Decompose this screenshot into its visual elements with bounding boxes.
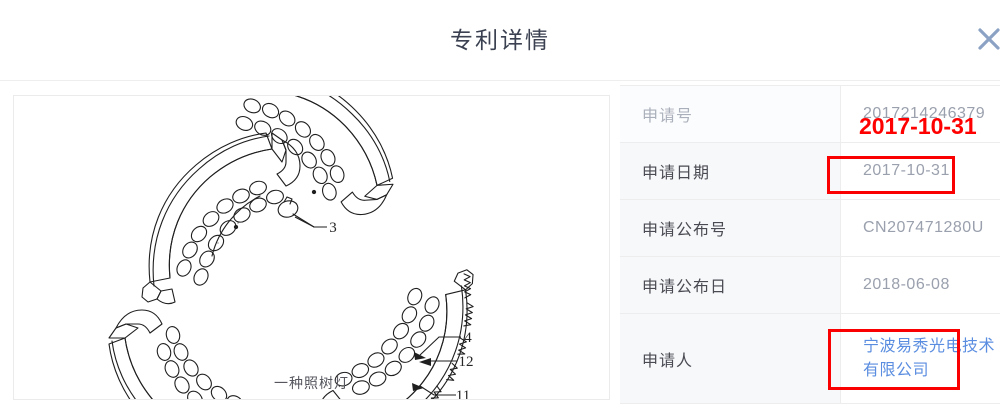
row-value-application-number: 2017214246379 2017-10-31 xyxy=(840,85,1000,143)
table-row: 申请日期 2017-10-31 xyxy=(620,142,1000,200)
table-row: 申请人 宁波易秀光电技术有限公司 xyxy=(620,313,1000,404)
patent-drawing-panel: 3 4 12 11 1 13 一种照树灯 xyxy=(13,95,610,400)
dialog-header: 专利详情 xyxy=(0,0,1000,81)
svg-text:3: 3 xyxy=(329,220,337,236)
row-value-application-date: 2017-10-31 xyxy=(840,142,1000,200)
svg-text:4: 4 xyxy=(464,330,472,346)
row-value-applicant: 宁波易秀光电技术有限公司 xyxy=(840,313,1000,404)
row-value-publication-number: CN207471280U xyxy=(840,199,1000,257)
row-label-publication-date: 申请公布日 xyxy=(620,256,841,314)
figure-reference-numeral: 3 4 12 11 1 13 xyxy=(329,220,474,399)
row-label-publication-number: 申请公布号 xyxy=(620,199,841,257)
table-row: 申请公布日 2018-06-08 xyxy=(620,256,1000,314)
row-value-publication-date: 2018-06-08 xyxy=(840,256,1000,314)
dialog-body: 3 4 12 11 1 13 一种照树灯 申请号 2017214246379 2… xyxy=(0,80,1000,414)
table-row: 申请公布号 CN207471280U xyxy=(620,199,1000,257)
patent-drawing-image: 3 4 12 11 1 13 xyxy=(108,96,474,399)
figure-caption: 一种照树灯 xyxy=(274,375,349,391)
red-annotation-overlay-text: 2017-10-31 xyxy=(859,113,977,139)
row-label-applicant: 申请人 xyxy=(620,313,841,404)
svg-text:11: 11 xyxy=(456,388,470,399)
patent-info-table: 申请号 2017214246379 2017-10-31 申请日期 2017-1… xyxy=(620,85,1000,404)
row-label-application-number: 申请号 xyxy=(620,85,841,143)
table-row: 申请号 2017214246379 2017-10-31 xyxy=(620,85,1000,143)
applicant-link[interactable]: 宁波易秀光电技术有限公司 xyxy=(863,338,996,379)
page-title: 专利详情 xyxy=(450,27,550,53)
close-icon[interactable] xyxy=(972,22,1000,56)
svg-text:12: 12 xyxy=(459,354,474,370)
row-label-application-date: 申请日期 xyxy=(620,142,841,200)
application-number-text: 2017214246379 xyxy=(863,105,986,122)
